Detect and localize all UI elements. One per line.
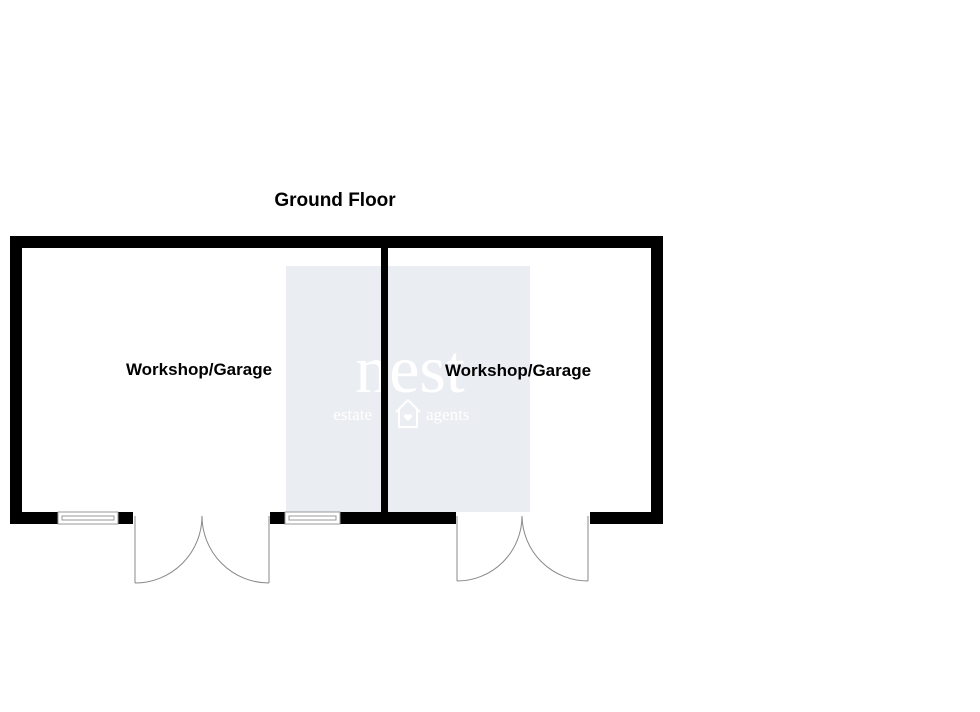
- window: [57, 511, 119, 525]
- watermark: nest estate agents: [286, 266, 530, 512]
- wall-bottom: [270, 512, 285, 524]
- watermark-background: [286, 266, 530, 512]
- wall-divider: [381, 248, 388, 518]
- watermark-brand: nest: [355, 331, 465, 407]
- room-label: Workshop/Garage: [445, 361, 591, 380]
- doors: [134, 515, 589, 584]
- watermark-tagline-right: agents: [426, 405, 469, 424]
- wall-left: [10, 236, 22, 524]
- wall-top: [10, 236, 663, 248]
- double-door-right: [456, 515, 589, 582]
- double-door-left: [134, 515, 270, 584]
- wall-bottom: [118, 512, 133, 524]
- room-label: Workshop/Garage: [126, 360, 272, 379]
- wall-bottom: [340, 512, 456, 524]
- wall-right: [651, 236, 663, 524]
- house-heart-icon: [395, 398, 421, 428]
- window: [284, 511, 341, 525]
- wall-bottom: [10, 512, 58, 524]
- wall-bottom: [590, 512, 663, 524]
- floor-title: Ground Floor: [274, 190, 396, 211]
- windows: [57, 511, 341, 525]
- walls: [10, 236, 663, 524]
- watermark-tagline-left: estate: [333, 405, 372, 424]
